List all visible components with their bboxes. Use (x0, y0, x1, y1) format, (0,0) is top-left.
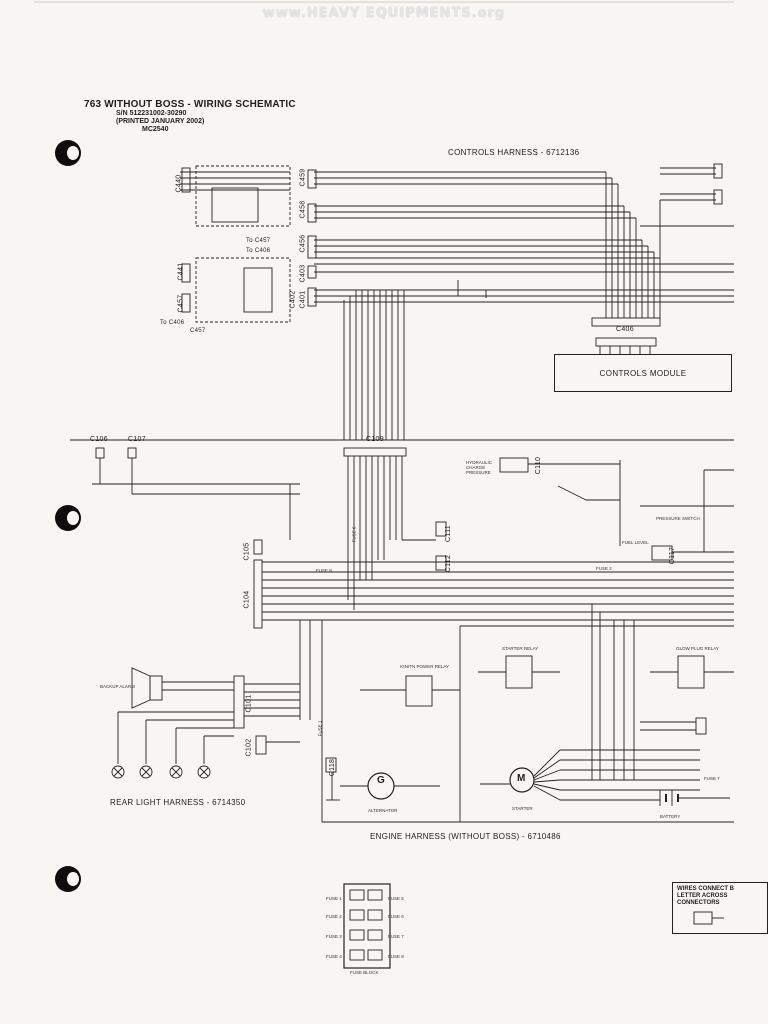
schematic-title: 763 WITHOUT BOSS - WIRING SCHEMATIC (84, 99, 296, 110)
generator-symbol: G (377, 775, 385, 786)
wiring-lines (34, 1, 734, 969)
binder-hole-top (55, 140, 81, 166)
glow-plug-relay-label: GLOW PLUG RELAY (676, 646, 719, 651)
motor-symbol: M (517, 773, 526, 784)
starter-label: STARTER (512, 806, 533, 811)
controls-module: CONTROLS MODULE (554, 354, 732, 392)
print-date: (PRINTED JANUARY 2002) (116, 118, 205, 125)
connector-c109: C109 (366, 436, 384, 443)
legend-line-1: WIRES CONNECT B (677, 886, 734, 892)
connector-c406: C406 (616, 326, 634, 333)
ref-to-c457: To C457 (246, 238, 271, 244)
fuse-label-8: FUSE 8 (388, 954, 404, 959)
starter-relay-label: STARTER RELAY (502, 646, 539, 651)
controls-module-label: CONTROLS MODULE (599, 368, 687, 378)
connector-c107: C107 (128, 436, 146, 443)
title-block: 763 WITHOUT BOSS - WIRING SCHEMATIC S/N … (84, 100, 296, 134)
fuse-label-2: FUSE 2 (326, 914, 342, 919)
engine-harness-label: ENGINE HARNESS (WITHOUT BOSS) - 6710486 (370, 832, 561, 841)
fuse-label-7: FUSE 7 (388, 934, 404, 939)
legend-line-2: LETTER ACROSS (677, 893, 728, 899)
watermark-text: www.HEAVY EQUIPMENTS.org (262, 6, 506, 21)
fuel-level-label: FUEL LEVEL (622, 540, 649, 545)
fuse-label-1: FUSE 1 (326, 896, 342, 901)
ref-c457-lower: C457 (190, 328, 206, 334)
fuse-label-6: FUSE 6 (388, 914, 404, 919)
backup-alarm-label: BACKUP ALARM (100, 684, 135, 689)
serial-number: S/N 512231002-30290 (116, 110, 187, 117)
battery-label: BATTERY (660, 814, 681, 819)
ref-to-c406-lower: To C406 (160, 320, 185, 326)
legend-line-3: CONNECTORS (677, 900, 720, 906)
document-code: MC2540 (142, 126, 169, 133)
fuse-label-4: FUSE 4 (326, 954, 342, 959)
fuse-label-3: FUSE 3 (326, 934, 342, 939)
hydraulic-charge-label: HYDRAULIC CHARGE PRESSURE (466, 460, 493, 475)
connector-c106: C106 (90, 436, 108, 443)
inline-fuse-7: FUSE 7 (704, 776, 720, 781)
pressure-switch-label: PRESSURE SWITCH (656, 516, 700, 521)
binder-hole-bottom (55, 866, 81, 892)
fuse-label-5: FUSE 5 (388, 896, 404, 901)
ignition-power-relay-label: IGNITN POWER RELAY (400, 664, 450, 669)
ref-to-c406: To C406 (246, 248, 271, 254)
inline-fuse-2: FUSE 2 (596, 566, 612, 571)
alternator-label: ALTERNATOR (368, 808, 398, 813)
controls-harness-label: CONTROLS HARNESS - 6712136 (448, 148, 580, 157)
binder-hole-middle (55, 505, 81, 531)
rear-light-harness-label: REAR LIGHT HARNESS - 6714350 (110, 798, 246, 807)
inline-fuse-8: FUSE 8 (316, 568, 332, 573)
fuse-block-label: FUSE BLOCK (350, 970, 379, 975)
